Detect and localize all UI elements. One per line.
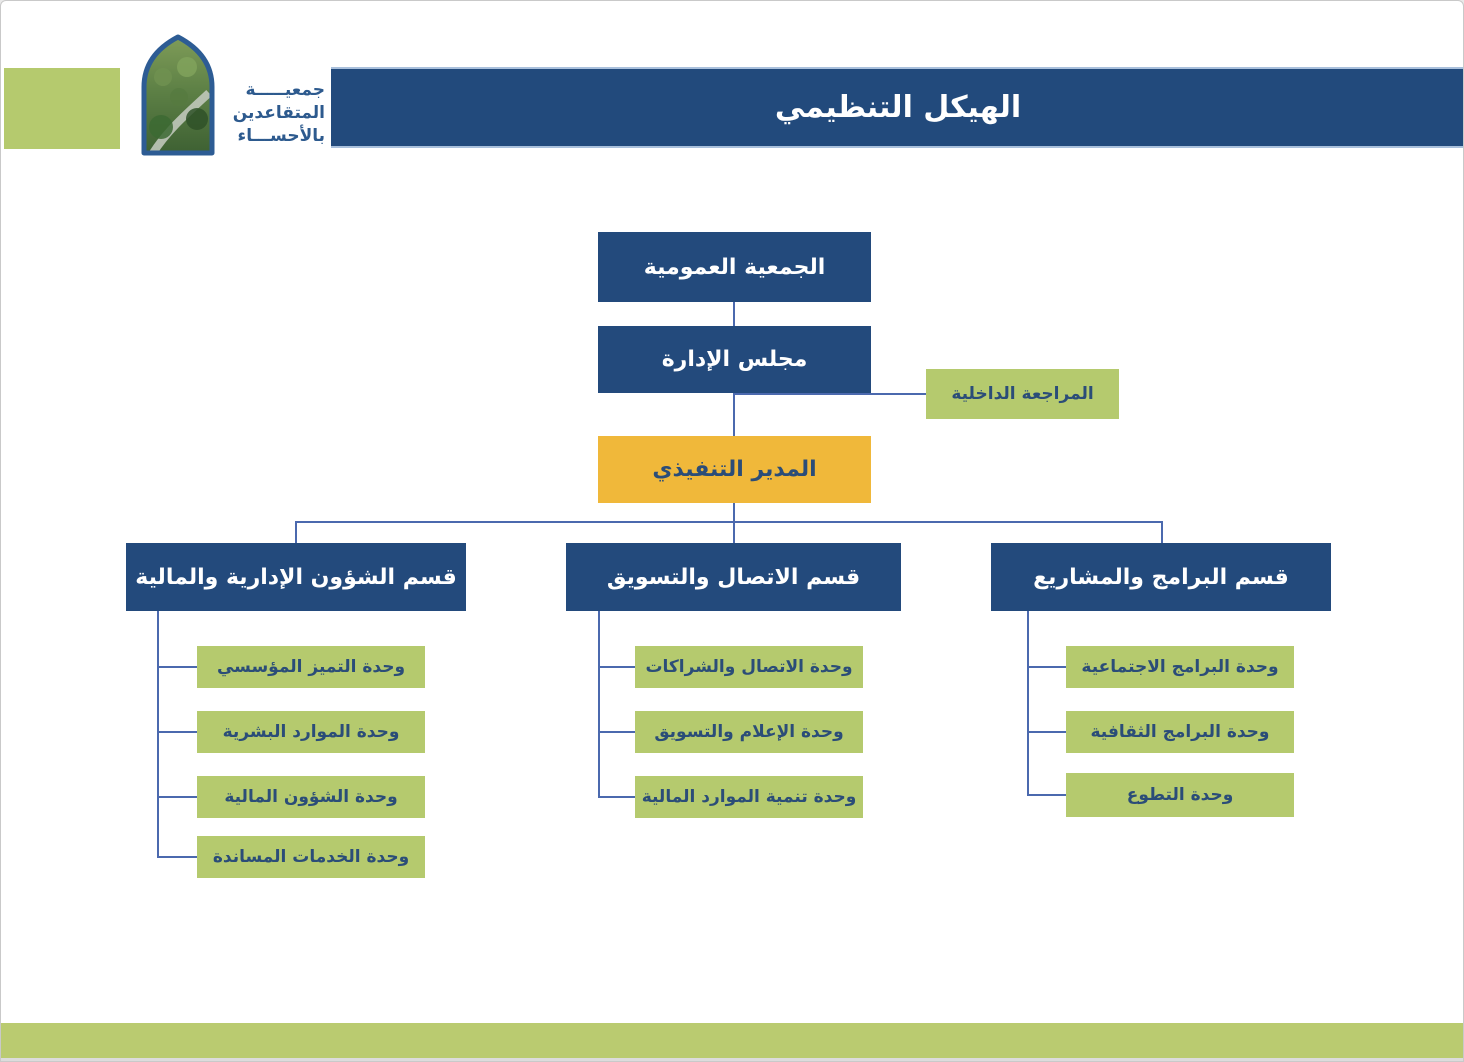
stub-middle-3 <box>598 796 635 798</box>
association-name: جمعيـــــة المتقاعدين بالأحســـاء <box>219 79 325 148</box>
connector-drop-left <box>295 521 297 543</box>
page-title: الهيكل التنظيمي <box>774 90 1022 125</box>
node-unit-human-resources: وحدة الموارد البشرية <box>197 711 425 753</box>
connector-main-horizontal <box>295 521 1163 523</box>
node-unit-support-services: وحدة الخدمات المساندة <box>197 836 425 878</box>
palm-arch-icon <box>141 34 215 156</box>
association-logo: جمعيـــــة المتقاعدين بالأحســـاء <box>139 29 329 159</box>
node-general-assembly: الجمعية العمومية <box>598 232 871 302</box>
footer-green-bar <box>1 1023 1463 1058</box>
node-unit-institutional-excellence: وحدة التميز المؤسسي <box>197 646 425 688</box>
node-dept-communication-marketing: قسم الاتصال والتسويق <box>566 543 901 611</box>
node-unit-communication-partnerships: وحدة الاتصال والشراكات <box>635 646 863 688</box>
stub-middle-2 <box>598 731 635 733</box>
connector-board-exec <box>733 393 735 436</box>
stub-middle-1 <box>598 666 635 668</box>
node-unit-cultural-programs: وحدة البرامج الثقافية <box>1066 711 1294 753</box>
header-green-accent <box>4 68 120 149</box>
node-dept-admin-finance: قسم الشؤون الإدارية والمالية <box>126 543 466 611</box>
stub-right-2 <box>1027 731 1066 733</box>
node-dept-programs-projects: قسم البرامج والمشاريع <box>991 543 1331 611</box>
stub-left-3 <box>157 796 197 798</box>
association-name-line1: جمعيـــــة <box>245 80 325 100</box>
stub-right-3 <box>1027 794 1066 796</box>
spine-dept-middle <box>598 611 600 798</box>
node-unit-social-programs: وحدة البرامج الاجتماعية <box>1066 646 1294 688</box>
stub-left-4 <box>157 856 197 858</box>
connector-exec-down <box>733 503 735 523</box>
spine-dept-left <box>157 611 159 858</box>
footer-gray-strip <box>1 1058 1463 1061</box>
node-executive-director: المدير التنفيذي <box>598 436 871 503</box>
node-board-of-directors: مجلس الإدارة <box>598 326 871 393</box>
stub-right-1 <box>1027 666 1066 668</box>
title-bar: الهيكل التنظيمي <box>331 67 1463 148</box>
node-unit-media-marketing: وحدة الإعلام والتسويق <box>635 711 863 753</box>
stub-left-1 <box>157 666 197 668</box>
connector-drop-right <box>1161 521 1163 543</box>
connector-drop-middle <box>733 521 735 543</box>
node-unit-volunteering: وحدة التطوع <box>1066 773 1294 817</box>
node-unit-financial-affairs: وحدة الشؤون المالية <box>197 776 425 818</box>
connector-board-audit <box>734 393 926 395</box>
stub-left-2 <box>157 731 197 733</box>
node-internal-audit: المراجعة الداخلية <box>926 369 1119 419</box>
association-name-line2: المتقاعدين <box>232 103 325 123</box>
connector-root-board <box>733 302 735 326</box>
node-unit-financial-resources-development: وحدة تنمية الموارد المالية <box>635 776 863 818</box>
spine-dept-right <box>1027 611 1029 795</box>
association-name-line3: بالأحســـاء <box>237 126 325 146</box>
